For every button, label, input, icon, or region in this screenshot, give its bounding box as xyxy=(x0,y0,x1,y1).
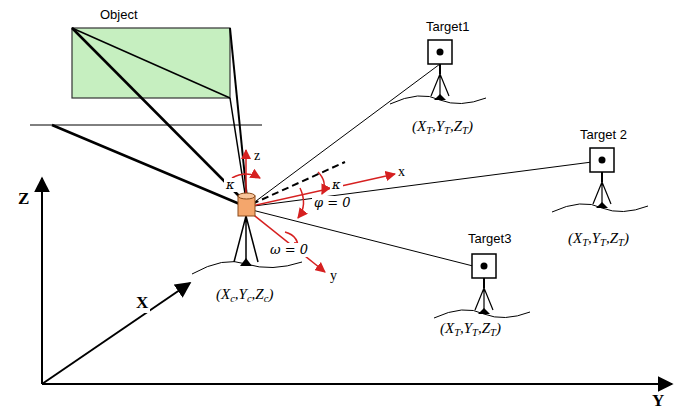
camera-station xyxy=(192,193,302,274)
world-axes xyxy=(42,178,672,384)
target-label: Target 2 xyxy=(578,128,629,142)
target-label: Target3 xyxy=(466,232,513,246)
angle-label: κ xyxy=(224,178,237,192)
angle-label: φ = 0 xyxy=(312,196,353,210)
object-block xyxy=(30,28,262,205)
axis-label: y xyxy=(328,268,339,283)
camera-axes xyxy=(232,150,395,272)
angle-label: κ xyxy=(330,178,343,192)
axis-label: x xyxy=(396,164,407,179)
coordinate-label: (XT,YT,ZT) xyxy=(566,230,631,247)
sight-lines xyxy=(252,64,592,266)
coordinate-label: (XT,YT,ZT) xyxy=(410,118,475,135)
target-label: Target1 xyxy=(424,20,471,34)
axis-label: Y xyxy=(650,392,666,411)
target-symbol xyxy=(390,40,486,104)
axis-label: z xyxy=(252,148,262,163)
coordinate-label: (Xc,Yc,Zc) xyxy=(214,286,275,303)
target-symbol xyxy=(552,148,648,212)
axis-label: X xyxy=(134,294,150,313)
target-symbol xyxy=(434,254,530,318)
coordinate-label: (XT,YT,ZT) xyxy=(438,320,503,337)
object-label: Object xyxy=(98,8,140,22)
axis-label: Z xyxy=(16,190,31,209)
angle-label: ω = 0 xyxy=(268,243,310,257)
